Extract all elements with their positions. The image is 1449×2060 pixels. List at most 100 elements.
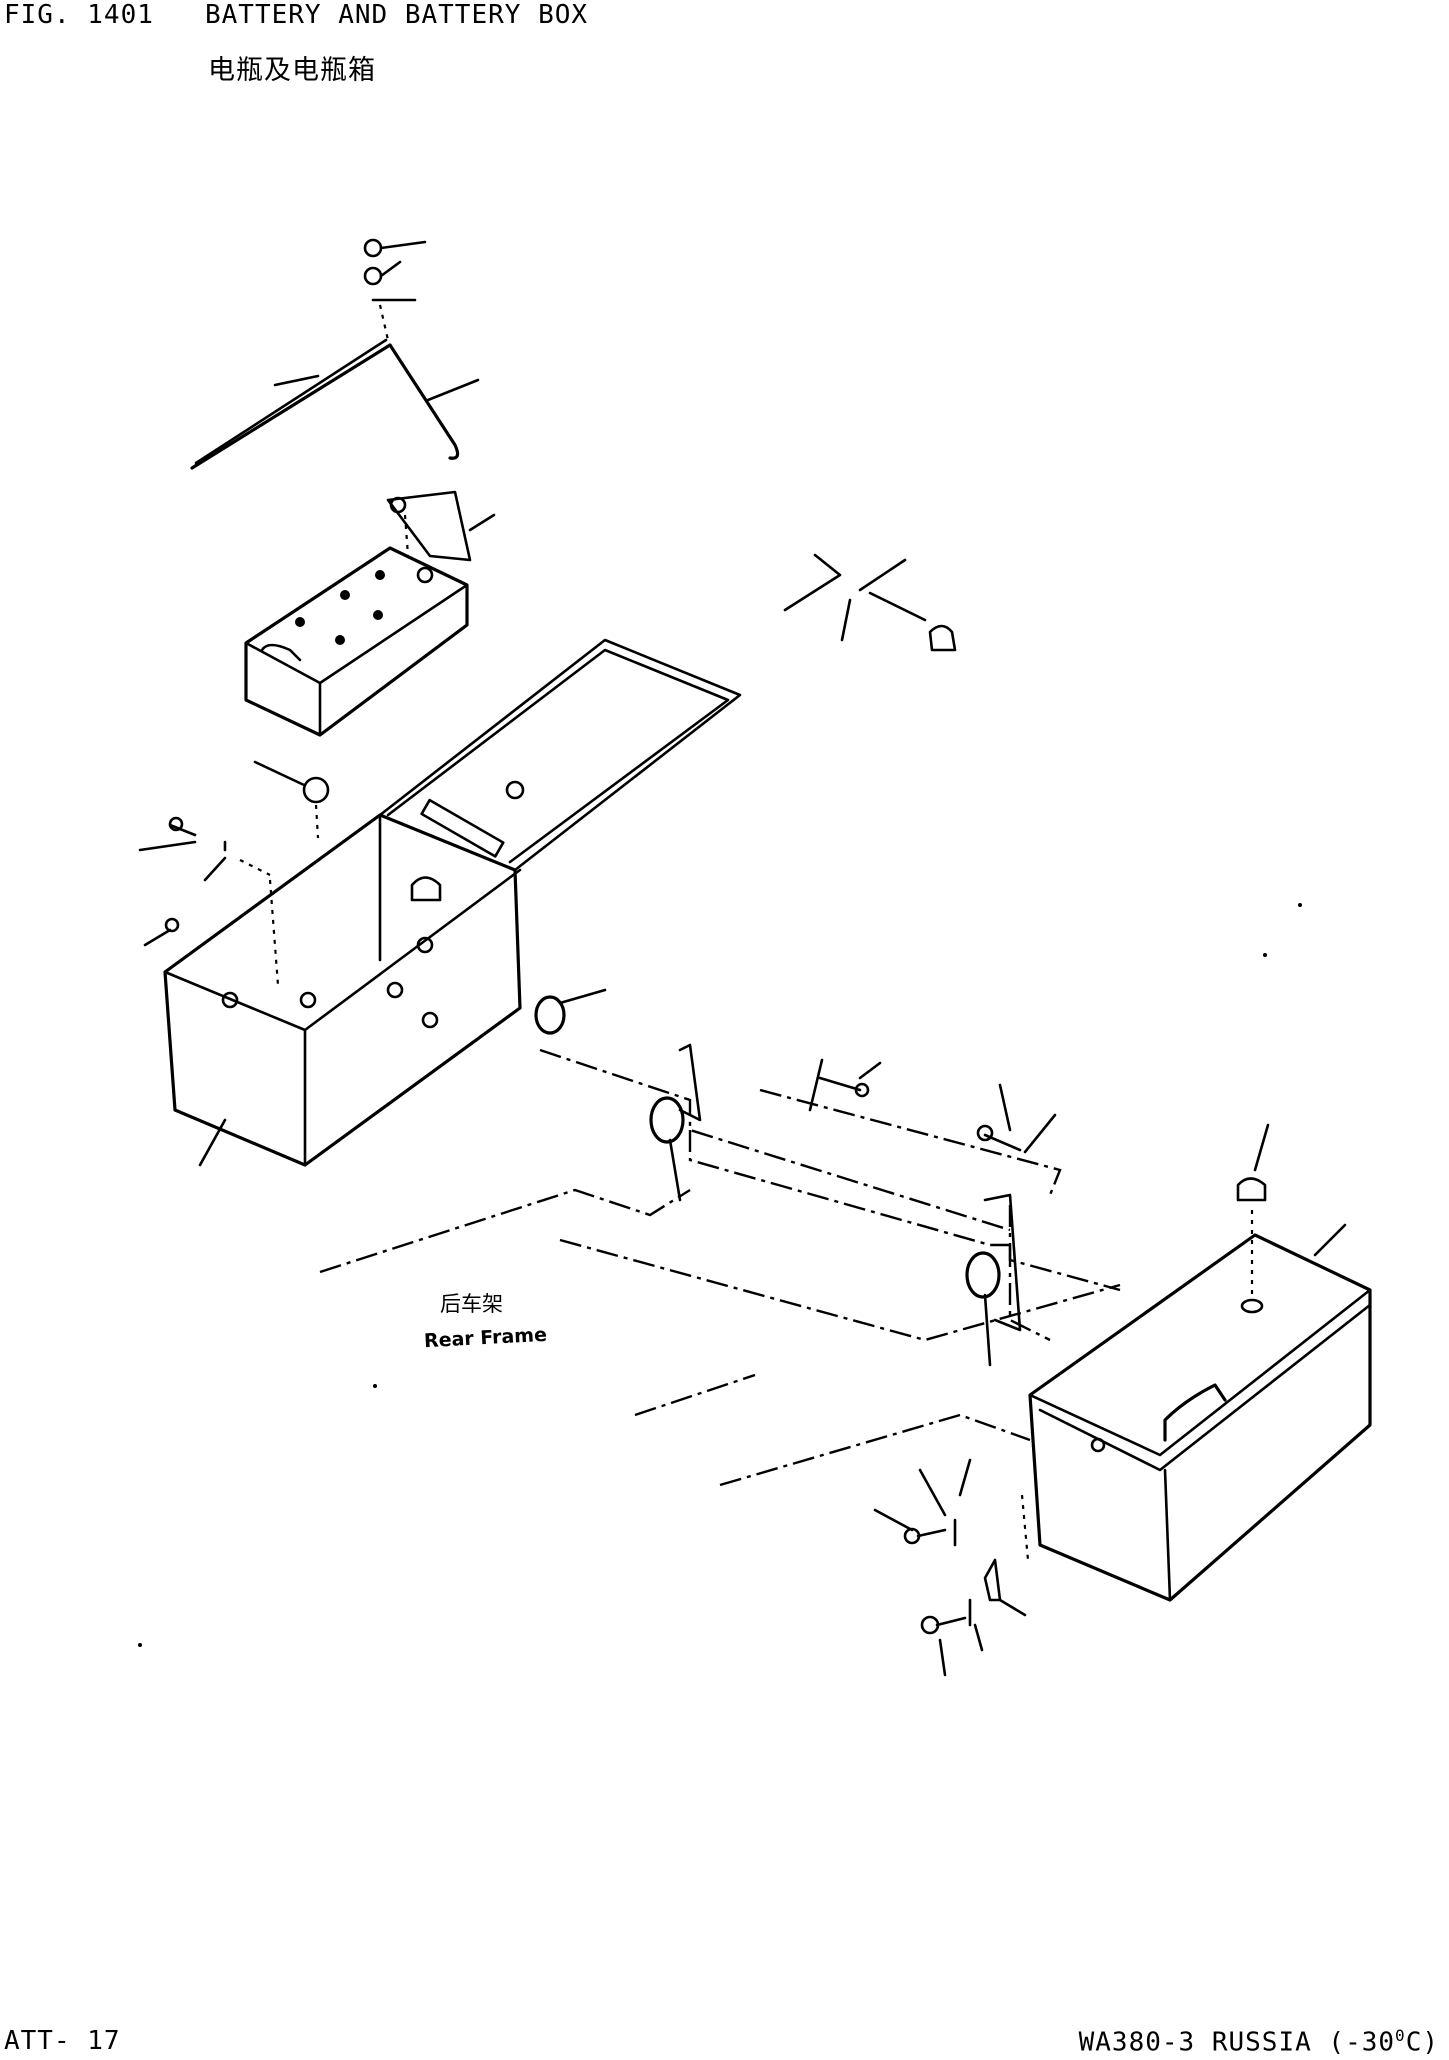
box-hidden-edge (268, 879, 280, 986)
lid-handle (420, 798, 505, 858)
lid-vent (505, 780, 525, 800)
mid-grommet-group (534, 988, 607, 1035)
leader-bolt-left-2 (143, 928, 172, 947)
cable-group (783, 553, 957, 652)
leader-tag (468, 513, 496, 532)
battery-cap-5 (373, 610, 383, 620)
grommet-centerline (314, 804, 320, 839)
leader-nut-2 (379, 260, 402, 278)
frame-rear-rail (719, 1413, 1031, 1487)
frame-mount-rail (759, 1088, 1062, 1196)
leader-rod-right (426, 378, 480, 402)
right-box-vent (1240, 1298, 1264, 1314)
frame-mount-hole-2 (965, 1251, 1001, 1299)
page-reference: ATT- 17 (4, 2026, 121, 2056)
leader-mount-2 (983, 1293, 992, 1367)
bolt-left-1-head (168, 816, 184, 832)
model-reference: WA380-3 RUSSIA (-300C) (1079, 2026, 1439, 2058)
leader-bolt-left-1 (138, 840, 197, 852)
left-battery-box-group (138, 638, 742, 1167)
bottom-hardware-group (873, 1458, 1030, 1677)
page-title: BATTERY AND BATTERY BOX (205, 0, 589, 30)
frame-washer-2 (1023, 1113, 1057, 1154)
battery-cap-4 (335, 635, 345, 645)
nut-top-2 (363, 266, 383, 286)
clamp-rod-left (190, 343, 392, 470)
leader-bottom-bolt-1 (873, 1508, 914, 1532)
frame-rear-bracket (1008, 1205, 1121, 1292)
frame-rear-edge (634, 1373, 756, 1417)
box-top-edge (163, 868, 522, 1032)
stray-dot-2 (1263, 953, 1267, 957)
leader-right-plug (1253, 1123, 1270, 1172)
cable-lead (783, 553, 842, 612)
leader-cable (868, 591, 927, 622)
right-box-front-edge (1163, 1468, 1172, 1602)
mid-grommet (534, 995, 566, 1035)
frame-washer-1 (808, 1058, 824, 1112)
leader-bottom-washer-2 (973, 1623, 984, 1652)
right-battery-box-group (1028, 1123, 1372, 1602)
cable-cap (928, 624, 957, 652)
leader-bottom-bolt-2 (938, 1638, 947, 1677)
box-grommet (302, 776, 330, 804)
bolt-left-2-head (164, 917, 180, 933)
box-bolt-hole-5 (421, 1011, 439, 1029)
nut-top-1 (363, 238, 383, 258)
leader-rod-left (273, 374, 320, 387)
leader-right-box (1313, 1223, 1347, 1257)
box-lid-inner (386, 648, 730, 864)
model-prefix: WA380-3 RUSSIA (-30 (1078, 2027, 1396, 2058)
terminal-tag (386, 490, 472, 562)
stray-dot-4 (138, 1643, 142, 1647)
bolt-centerline-1 (239, 859, 271, 876)
terminal-tag-group (386, 490, 496, 562)
stray-dot-3 (373, 1384, 377, 1388)
right-box-lid-lip (1038, 1303, 1372, 1472)
right-box-lid-edge (1028, 1288, 1372, 1457)
leader-nut-1 (379, 240, 427, 250)
battery-outline (244, 546, 469, 737)
frame-bolt-1 (818, 1076, 862, 1092)
frame-mount-hole-1 (649, 1096, 685, 1144)
box-bolt-hole-4 (416, 936, 434, 954)
centerline-top (378, 304, 390, 341)
leader-mid-grommet (558, 988, 607, 1005)
bottom-bolt-2 (935, 1616, 967, 1627)
bottom-bolt-2-head (920, 1615, 940, 1635)
frame-crossmember (559, 1238, 1121, 1342)
battery-handle (260, 643, 302, 662)
clamp-rod-right (388, 343, 460, 460)
battery-post (416, 566, 434, 584)
leader-bottom-nut-1 (958, 1458, 972, 1497)
battery-group (244, 546, 469, 737)
bottom-centerline (1020, 1494, 1030, 1561)
figure-number: FIG. 1401 (4, 0, 154, 30)
rear-frame-label-chinese: 后车架 (440, 1292, 503, 1316)
bolt-left-1 (168, 823, 197, 837)
frame-bracket-side (1008, 1245, 1051, 1342)
box-drain-plug (410, 876, 442, 902)
bottom-bolt-1 (916, 1528, 947, 1538)
right-box-handle (1163, 1383, 1227, 1442)
cable-terminal (858, 558, 907, 592)
model-degree: 0 (1395, 2026, 1406, 2045)
frame-bolt-group (808, 1058, 1057, 1154)
clamp-rod-left-edge (194, 338, 388, 465)
leader-box (198, 1118, 227, 1167)
right-box-outline (1028, 1233, 1372, 1602)
frame-bolt-2-head (976, 1124, 994, 1142)
leader-bottom-washer-1 (918, 1468, 947, 1517)
cable-bolt (840, 598, 852, 642)
tag-terminal (389, 496, 407, 514)
leader-bottom-bracket (998, 1598, 1027, 1617)
frame-rail-lower (688, 1130, 1010, 1247)
rear-frame-group (319, 1043, 1121, 1487)
leader-mount-1 (668, 1138, 682, 1202)
leader-frame-bolt-1 (858, 1061, 882, 1080)
frame-bracket-rear (983, 1193, 1022, 1332)
model-suffix: C) (1405, 2027, 1439, 2058)
tag-centerline (403, 514, 410, 556)
page-title-chinese: 电瓶及电瓶箱 (208, 55, 376, 86)
